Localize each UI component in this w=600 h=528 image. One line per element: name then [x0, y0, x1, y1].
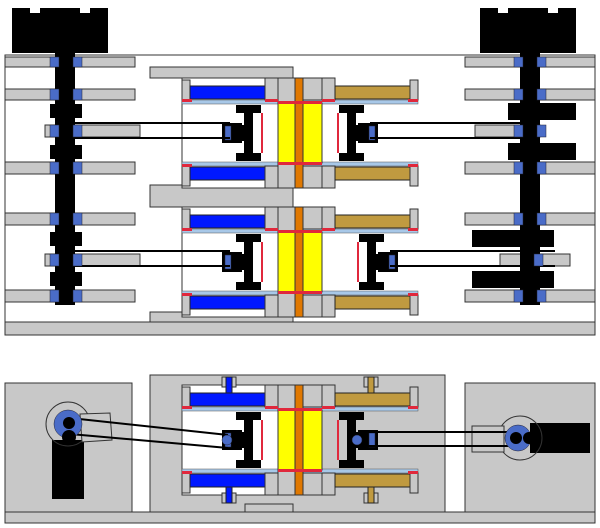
right-crankshaft [472, 8, 576, 305]
base-rail [4, 321, 596, 336]
side-view [4, 374, 596, 524]
left-crank [45, 401, 233, 499]
left-crankshaft [12, 8, 108, 305]
right-crank [351, 415, 590, 461]
side-base-rail [4, 511, 596, 524]
cylinder-lower [181, 206, 419, 318]
side-cylinder [181, 376, 419, 504]
top-view [4, 8, 596, 336]
upper-plate [149, 66, 294, 79]
